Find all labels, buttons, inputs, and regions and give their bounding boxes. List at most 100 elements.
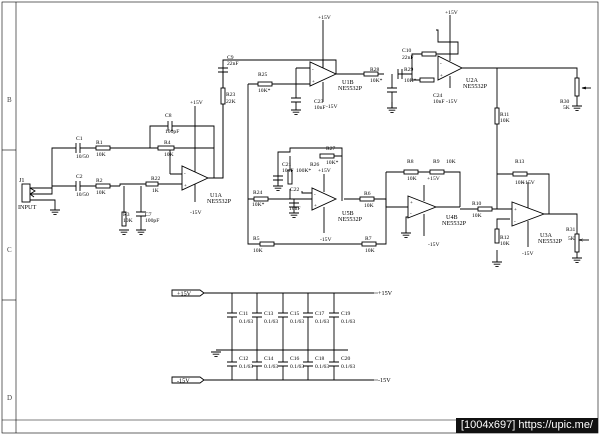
watermark-banner: [1004x697] https://upic.me/ [455,418,598,433]
resistor-value: 10K [500,118,510,124]
resistor-labels: R1 10K R2 10K R3 10K R4 10K R5 10K R6 10… [96,67,576,254]
capacitor-value: 22nF [227,61,239,67]
resistor-value: 10K [407,176,417,182]
decoupling-cap-ref: C20 [341,356,351,362]
svg-text:+: + [410,201,413,206]
decoupling-cap-value: 0.1/63 [239,319,253,325]
pos-rail-out-label: +15V [378,290,393,297]
pos-rail-port [171,289,205,297]
resistor-ref: R26 [310,162,320,168]
resistor-value: 10K* [404,78,417,84]
decoupling-cap-value: 0.1/63 [264,319,278,325]
resistor-ref: R28 [370,67,380,73]
resistor-value: 10K [472,213,482,219]
resistor-value: 10K* [252,202,265,208]
row-label-c: C [7,246,12,254]
svg-text:+: + [184,184,187,189]
row-label-d: D [7,394,12,402]
svg-text:-: - [440,62,442,67]
decoupling-cap-value: 0.1/63 [264,364,278,370]
capacitor-labels: C1 10/50 C2 10/50 C7 100pF C8 100pF C9 2… [76,48,445,224]
opamp-supply-pins [194,15,529,247]
capacitor-value: 10/50 [76,192,89,198]
resistor-value: 10K [253,248,263,254]
decoupling-cap-ref: C17 [315,311,325,317]
resistor-value: 10K [96,190,106,196]
opamp-supply-pos: +15V [318,15,331,21]
resistor-value: 10K [515,180,525,186]
resistor-value: 1K [152,188,159,194]
capacitor-ref: C22 [290,187,300,193]
opamp-part: NE5532P [338,216,363,223]
resistor-ref: R22 [151,176,161,182]
opamp-supply-neg: -15V [326,104,338,110]
opamp-labels: U1A NE5532P U1B NE5532P U2A NE5532P U3A … [207,77,563,245]
resistor-ref: R9 [433,159,440,165]
opamp-supply-pos: +15V [445,10,458,16]
svg-text:+: + [314,204,317,209]
resistor-ref: R11 [500,112,509,118]
opamp-symbols [181,55,546,227]
resistor-ref: R25 [258,72,268,78]
capacitor-ref: C23 [314,99,324,105]
opamp-supply-pos: +15V [190,100,203,106]
resistor-ref: R31 [566,227,576,233]
svg-text:-: - [410,212,412,217]
decoupling-cap-ref: C18 [315,356,325,362]
opamp-part: NE5532P [442,220,467,227]
svg-text:+: + [312,80,315,85]
opamp-ref: U3A [540,232,553,239]
resistor-value: 5K [568,236,575,242]
resistor-ref: R12 [500,235,510,241]
input-jack: J1 INPUT [18,177,36,211]
opamp-part: NE5532P [207,198,232,205]
decoupling-cap-ref: C15 [290,311,300,317]
resistor-ref: R24 [253,190,263,196]
resistor-value: 10K* [326,160,339,166]
decoupling-cap-value: 0.1/63 [315,364,329,370]
svg-text:-: - [312,68,314,73]
resistor-ref: R8 [407,159,414,165]
resistor-value: 10K [446,159,456,165]
resistor-value: 10K [365,248,375,254]
capacitor-value: 22nF [402,55,414,61]
decoupling-cap-ref: C16 [290,356,300,362]
opamp-ref: U5B [342,210,354,217]
neg-rail-port-label: -15V [177,378,190,385]
opamp-part: NE5532P [538,238,563,245]
resistor-ref: R10 [472,201,482,207]
capacitor-value: 100pF [145,218,159,224]
capacitor-ref: C7 [145,212,152,218]
opamp-supply-neg: -15V [522,251,534,257]
resistor-value: 100K* [296,168,311,174]
resistor-ref: R5 [253,236,260,242]
opamp-supply-pos: +15V [427,176,440,182]
resistor-ref: R30 [560,99,570,105]
resistor-ref: R1 [96,140,103,146]
resistor-ref: R3 [123,212,130,218]
resistor-ref: R4 [164,140,171,146]
decoupling-cap-ref: C19 [341,311,351,317]
capacitor-ref: C8 [165,113,172,119]
resistor-value: 10K* [370,78,383,84]
row-label-b: B [7,96,12,104]
decoupling-cap-ref: C14 [264,356,274,362]
capacitor-value: 10nF [289,206,301,212]
resistor-ref: R2 [96,178,103,184]
neg-rail-out-label: -15V [378,377,391,384]
opamp-ref: U1B [342,79,354,86]
capacitors [75,67,403,370]
decoupling-cap-ref: C13 [264,311,274,317]
potentiometer-wipers [578,86,587,242]
opamp-ref: U1A [210,192,223,199]
capacitor-value: 100pF [165,129,179,135]
resistor-ref: R29 [404,67,414,73]
decoupling-cap-ref: C12 [239,356,249,362]
opamp-pin-marks: - + - + - + - + + - + - [184,62,517,225]
opamp-supply-pos: +15V [318,168,331,174]
resistor-ref: R7 [365,236,372,242]
resistor-value: 10K* [258,88,271,94]
resistor-bodies [95,51,580,253]
supply-rail-section: +15V +15V -15V -15V C11 0.1/63 C13 0.1/6… [171,289,393,385]
